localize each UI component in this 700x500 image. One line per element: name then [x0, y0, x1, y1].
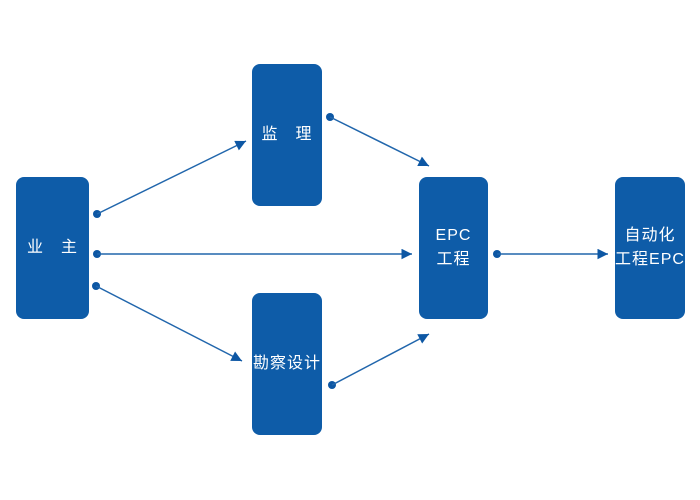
connector-dot [92, 282, 100, 290]
node-epc-label-line1: EPC [435, 227, 472, 244]
arrow-survey-to-epc [328, 333, 430, 389]
node-supervision: 监 理 [252, 64, 322, 206]
node-epc-label-line2: 工程 [436, 251, 471, 268]
node-owner-label: 业 主 [26, 239, 78, 256]
connector-dot [328, 381, 336, 389]
node-owner: 业 主 [16, 177, 89, 319]
arrow-epc-to-automation [493, 248, 608, 260]
node-automation: 自动化 工程EPC [615, 177, 685, 319]
node-epc: EPC 工程 [419, 177, 488, 319]
node-automation-label-line2: 工程EPC [615, 251, 685, 268]
node-survey: 勘察设计 [252, 293, 322, 435]
arrow-owner-to-epc [93, 248, 412, 260]
arrow-owner-to-survey [92, 282, 243, 362]
arrow-owner-to-supervision [93, 140, 247, 218]
arrow-supervision-to-epc [326, 113, 430, 167]
connector-dot [93, 250, 101, 258]
node-survey-label: 勘察设计 [252, 355, 321, 372]
connector-dot [326, 113, 334, 121]
node-automation-label-line1: 自动化 [624, 227, 676, 244]
node-supervision-label: 监 理 [261, 126, 313, 143]
connector-dot [493, 250, 501, 258]
connector-dot [93, 210, 101, 218]
